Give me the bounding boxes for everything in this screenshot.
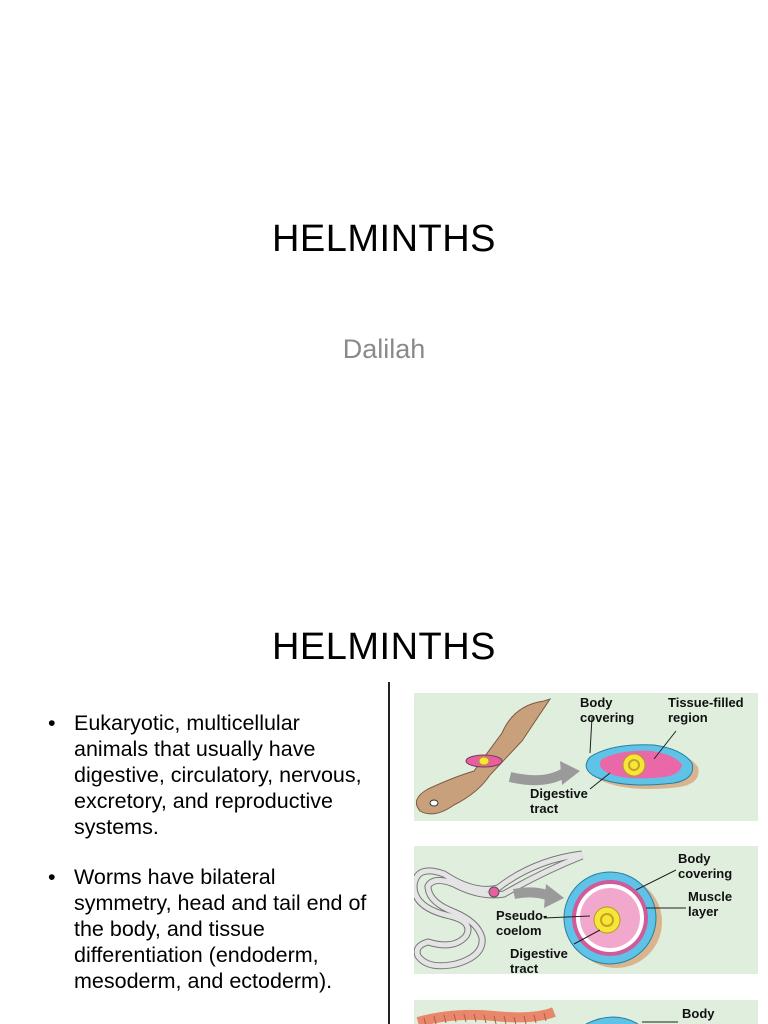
- bullet-item: Eukaryotic, multicellular animals that u…: [48, 710, 368, 840]
- flatworm-illustration: [415, 698, 699, 815]
- slide-title: HELMINTHS: [271, 626, 497, 668]
- figure-panel-roundworm: Body covering Muscle layer Pseudo-coelom…: [414, 846, 758, 974]
- label-digestive-tract: Digestive tract: [510, 946, 568, 974]
- figure-panel-flatworm: Body covering Tissue-filled region Diges…: [414, 693, 758, 821]
- slide-title: HELMINTHS: [271, 218, 497, 260]
- vertical-divider: [388, 682, 390, 1024]
- bullet-item: Worms have bilateral symmetry, head and …: [48, 864, 368, 994]
- bullet-list: Eukaryotic, multicellular animals that u…: [48, 710, 368, 1018]
- slide-subtitle: Dalilah: [342, 334, 426, 364]
- roundworm-illustration: [414, 850, 686, 970]
- label-body-covering: Body covering: [580, 695, 635, 725]
- content-slide: HELMINTHS Eukaryotic, multicellular anim…: [0, 588, 768, 1024]
- label-body: Body: [682, 1006, 715, 1021]
- title-slide: HELMINTHS Dalilah: [0, 218, 768, 589]
- label-tissue-filled-region: Tissue-filled region: [668, 695, 744, 725]
- figure-panel-segmented-worm: Body: [414, 1000, 758, 1024]
- label-digestive-tract: Digestive tract: [530, 786, 588, 816]
- segmented-worm-illustration: [416, 1007, 678, 1024]
- label-pseudocoelom: Pseudo-coelom: [496, 908, 548, 938]
- label-body-covering: Body covering: [678, 851, 733, 881]
- label-muscle-layer: Muscle layer: [688, 889, 733, 919]
